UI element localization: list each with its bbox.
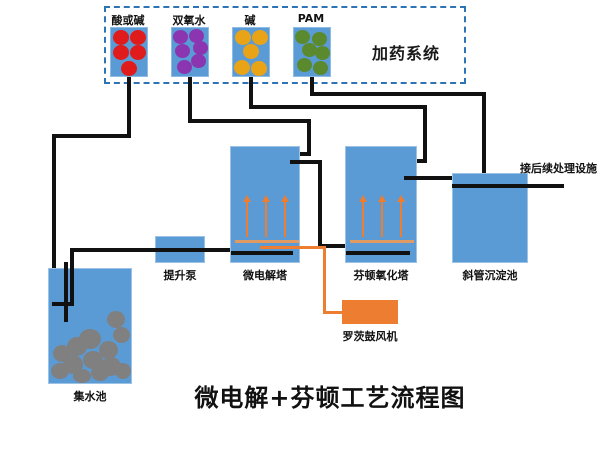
air-line-blower [323,311,345,314]
distributor-line [235,240,299,243]
dosing-system-enclosure [104,6,466,84]
chem-tank-pam [293,27,331,77]
sump-suction-pipe [64,262,68,322]
dosing-pipe-pam [310,77,314,92]
flow-arrow [400,201,402,237]
unit-label-lift-pump: 提升泵 [163,269,197,282]
pipe-micro-electrolysis-to-fenton [318,160,322,248]
chemical-blob [315,46,330,60]
dosing-pipe-alkali [249,105,427,109]
unit-micro-electrolysis-tower [230,146,300,263]
pipe-sump-to-lift-pump [52,302,74,306]
flow-arrow [381,201,383,237]
chem-tank-label-alkali: 碱 [244,14,256,27]
flow-arrow [378,195,386,202]
flow-arrow [281,195,289,202]
inlet-bar [231,251,293,255]
dosing-pipe-pam [482,92,486,176]
chem-tank-label-pam: PAM [297,12,325,25]
dosing-pipe-alkali [423,105,427,159]
sludge-blob [115,363,131,379]
chemical-blob [130,45,146,60]
dosing-pipe-hydrogen-peroxide [188,119,311,123]
unit-label-micro-electrolysis-tower: 微电解塔 [243,269,287,282]
inlet-bar [346,251,410,255]
unit-label-collection-sump: 集水池 [73,390,107,403]
flow-arrow [265,201,267,237]
sludge-blob [73,369,91,383]
unit-label-fenton-oxidation-tower: 芬顿氧化塔 [353,269,409,282]
chem-tank-alkali [232,27,270,77]
chemical-blob [295,30,310,44]
chemical-blob [173,30,188,44]
diagram-title: 微电解+芬顿工艺流程图 [194,384,466,412]
chemical-blob [243,44,259,59]
dosing-pipe-hydrogen-peroxide [307,119,311,152]
unit-collection-sump [48,268,132,384]
chemical-blob [297,58,312,72]
chemical-blob [302,43,317,57]
dosing-pipe-alkali [249,77,253,105]
pipe-fenton-to-sedimentation [404,176,482,180]
chemical-blob [251,61,267,76]
chemical-blob [113,30,129,45]
chemical-blob [193,41,208,55]
air-line-blower [260,246,326,249]
flow-arrow [359,195,367,202]
chemical-blob [177,60,192,74]
sludge-blob [51,363,69,379]
chem-tank-acid-alkali [110,27,148,77]
flow-arrow [284,201,286,237]
pipe-sump-to-lift-pump [70,248,74,304]
unit-inclined-tube-sedimentation [452,173,528,263]
pipe-lift-pump-to-micro-electrolysis [155,248,265,252]
pipe-outflow-to-subsequent-treatment [452,184,564,188]
pipe-sump-to-lift-pump [70,248,170,252]
chemical-blob [312,32,327,46]
flow-arrow [362,201,364,237]
outflow-destination-label: 接后续处理设施 [520,162,597,175]
dosing-pipe-hydrogen-peroxide [290,152,311,156]
sludge-blob [99,341,118,359]
flow-arrow [397,195,405,202]
dosing-pipe-pam [310,92,486,96]
sludge-blob [113,327,130,343]
distributor-line [350,240,414,243]
chem-tank-hydrogen-peroxide [171,27,209,77]
flow-arrow [246,201,248,237]
chemical-blob [313,61,328,75]
pipe-micro-electrolysis-to-fenton [290,160,322,164]
unit-label-roots-blower: 罗茨鼓风机 [342,330,398,343]
chemical-blob [175,44,190,58]
dosing-pipe-hydrogen-peroxide [188,77,192,119]
sludge-blob [79,329,101,349]
chemical-blob [235,30,251,45]
dosing-pipe-acid-alkali [52,134,56,304]
air-line-blower [323,246,326,312]
chemical-blob [130,30,146,45]
sludge-blob [83,351,103,369]
chemical-blob [252,30,268,45]
flow-arrow [262,195,270,202]
dosing-pipe-acid-alkali [127,77,131,134]
dosing-pipe-acid-alkali [52,134,131,138]
unit-label-inclined-tube-sedimentation: 斜管沉淀池 [462,269,518,282]
unit-fenton-oxidation-tower [345,146,417,263]
chemical-blob [189,29,204,43]
unit-roots-blower [342,300,398,324]
chemical-blob [113,45,129,60]
chemical-blob [234,60,250,75]
chemical-blob [121,61,137,76]
chem-tank-label-acid-alkali: 酸或碱 [111,14,145,27]
flow-arrow [243,195,251,202]
dosing-system-label: 加药系统 [371,44,440,63]
chemical-blob [191,54,206,68]
chem-tank-label-hydrogen-peroxide: 双氧水 [172,14,206,27]
sludge-blob [91,365,109,381]
sludge-blob [107,311,125,328]
